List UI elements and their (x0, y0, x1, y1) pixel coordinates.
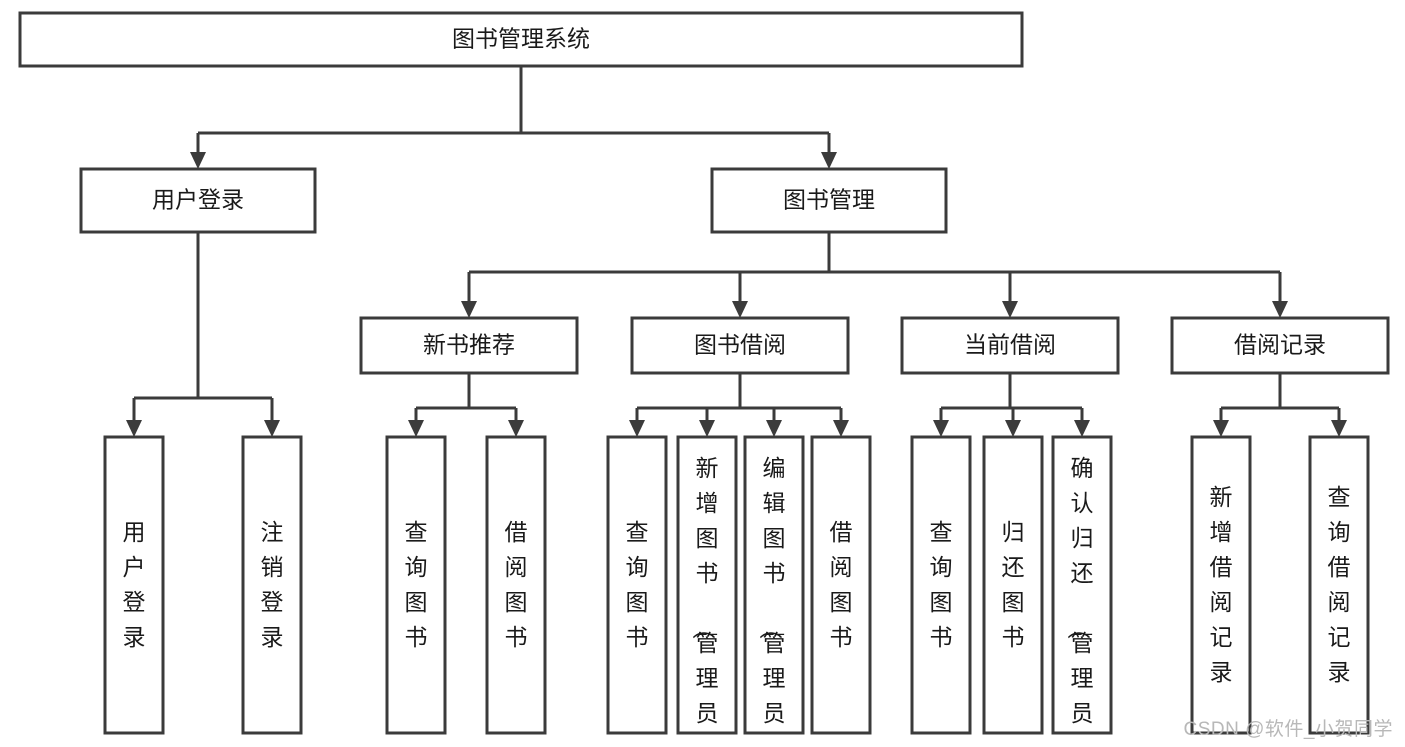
leaf-label: 查询图书 (405, 519, 428, 650)
arrow-head (732, 301, 748, 318)
level2-node-新书推荐[interactable]: 新书推荐 (359, 316, 579, 375)
node-label: 当前借阅 (964, 332, 1056, 358)
node-box (1051, 435, 1113, 735)
node-box (606, 435, 668, 735)
node-box (18, 11, 1024, 68)
node-box (1170, 316, 1390, 375)
node-box (485, 435, 547, 735)
arrow-head (264, 420, 280, 437)
root-node-图书管理系统[interactable]: 图书管理系统 (18, 11, 1024, 68)
node-box (1190, 435, 1252, 735)
node-layer: 图书管理系统用户登录图书管理新书推荐图书借阅当前借阅借阅记录用户登录注销登录查询… (18, 11, 1390, 747)
level2-node-图书借阅[interactable]: 图书借阅 (630, 316, 850, 375)
node-box (676, 435, 738, 735)
leaf-node-新增借阅记录[interactable]: 新增借阅记录 (1190, 435, 1252, 735)
arrow-head (833, 420, 849, 437)
leaf-node-借阅图书[interactable]: 借阅图书 (810, 435, 872, 735)
arrow-head (821, 152, 837, 169)
arrow-head (190, 152, 206, 169)
level1-node-用户登录[interactable]: 用户登录 (79, 167, 317, 234)
leaf-node-归还图书[interactable]: 归还图书 (982, 435, 1044, 735)
arrow-head (1002, 301, 1018, 318)
node-box (982, 435, 1044, 735)
leaf-node-查询借阅记录[interactable]: 查询借阅记录 (1308, 435, 1370, 735)
node-box (710, 167, 948, 234)
leaf-label: 用户登录 (123, 519, 146, 650)
leaf-label: 查询图书 (626, 519, 649, 650)
leaf-label: 借阅图书 (505, 519, 528, 650)
arrow-head (766, 420, 782, 437)
arrow-head (461, 301, 477, 318)
node-box (103, 435, 165, 735)
arrow-head (1074, 420, 1090, 437)
node-label: 用户登录 (152, 187, 244, 213)
node-box (910, 435, 972, 735)
arrow-head (126, 420, 142, 437)
node-box (359, 316, 579, 375)
node-label: 新书推荐 (423, 332, 515, 358)
level2-node-当前借阅[interactable]: 当前借阅 (900, 316, 1120, 375)
leaf-label: 注销登录 (261, 519, 284, 650)
arrow-head (1005, 420, 1021, 437)
node-label: 图书管理 (783, 187, 875, 213)
leaf-node-注销登录[interactable]: 注销登录 (241, 435, 303, 735)
level2-node-借阅记录[interactable]: 借阅记录 (1170, 316, 1390, 375)
leaf-label: 编辑图书（管理员） (758, 455, 786, 747)
arrow-head (1331, 420, 1347, 437)
leaf-node-查询图书[interactable]: 查询图书 (385, 435, 447, 735)
leaf-node-借阅图书[interactable]: 借阅图书 (485, 435, 547, 735)
leaf-node-确认归还管理员[interactable]: 确认归还（管理员） (1051, 435, 1113, 747)
arrow-head (1272, 301, 1288, 318)
node-label: 借阅记录 (1234, 332, 1326, 358)
leaf-node-用户登录[interactable]: 用户登录 (103, 435, 165, 735)
leaf-label: 借阅图书 (830, 519, 853, 650)
node-box (385, 435, 447, 735)
node-label: 图书管理系统 (452, 26, 590, 52)
arrow-head (699, 420, 715, 437)
node-box (79, 167, 317, 234)
leaf-label: 新增图书（管理员） (691, 455, 719, 747)
connector-layer (126, 66, 1347, 437)
leaf-node-编辑图书管理员[interactable]: 编辑图书（管理员） (743, 435, 805, 747)
arrow-head (408, 420, 424, 437)
leaf-node-查询图书[interactable]: 查询图书 (910, 435, 972, 735)
node-box (743, 435, 805, 735)
leaf-node-新增图书管理员[interactable]: 新增图书（管理员） (676, 435, 738, 747)
leaf-label: 归还图书 (1002, 519, 1025, 650)
arrow-head (629, 420, 645, 437)
leaf-label: 新增借阅记录 (1210, 484, 1233, 685)
leaf-label: 查询借阅记录 (1328, 484, 1351, 685)
node-box (900, 316, 1120, 375)
arrow-head (1213, 420, 1229, 437)
leaf-label: 查询图书 (930, 519, 953, 650)
arrow-head (933, 420, 949, 437)
leaf-label: 确认归还（管理员） (1066, 455, 1094, 747)
level1-node-图书管理[interactable]: 图书管理 (710, 167, 948, 234)
arrow-head (508, 420, 524, 437)
node-label: 图书借阅 (694, 332, 786, 358)
node-box (810, 435, 872, 735)
node-box (630, 316, 850, 375)
node-box (241, 435, 303, 735)
node-box (1308, 435, 1370, 735)
leaf-node-查询图书[interactable]: 查询图书 (606, 435, 668, 735)
